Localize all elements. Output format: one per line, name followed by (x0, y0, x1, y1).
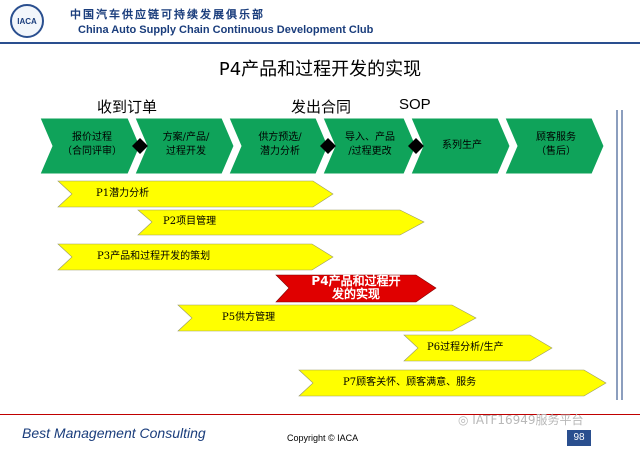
decorative-vertical-lines (616, 110, 623, 400)
bar-p7 (298, 369, 607, 397)
bar-p3 (57, 243, 334, 271)
bar-label-p3: P3产品和过程开发的策划 (97, 251, 211, 262)
milestone-diamond-3 (408, 138, 424, 154)
footer-brand: Best Management Consulting (22, 425, 206, 441)
iaca-logo: IACA (10, 4, 44, 38)
bar-p4 (275, 274, 437, 303)
bar-p2 (137, 209, 425, 236)
header-title-en: China Auto Supply Chain Continuous Devel… (78, 24, 374, 36)
bar-label-p5: P5供方管理 (222, 312, 276, 323)
milestone-diamond-2 (320, 138, 336, 154)
milestone-order-received: 收到订单 (97, 98, 158, 116)
stage-label-series: 系列生产 (442, 140, 482, 151)
footer-copyright: Copyright © IACA (287, 433, 359, 443)
bar-label-p4: P4产品和过程开发的实现 (311, 274, 401, 301)
stage-chevron-service (504, 117, 605, 175)
wechat-icon: ◎ (458, 413, 473, 427)
bar-label-p2: P2项目管理 (163, 216, 217, 227)
stage-chevron-quote (39, 117, 141, 175)
header-title-cn: 中国汽车供应链可持续发展俱乐部 (70, 8, 265, 21)
slide-title: P4产品和过程开发的实现 (218, 59, 422, 80)
footer-divider (0, 414, 640, 415)
stage-label-supplier: 供方预选/潜力分析 (258, 132, 302, 157)
bar-p6 (403, 334, 553, 362)
stage-label-service: 顾客服务（售后） (536, 132, 576, 157)
stage-label-quote: 报价过程（合同评审） (62, 132, 122, 157)
milestone-contract-issued: 发出合同 (291, 98, 352, 116)
header-divider (0, 42, 640, 44)
stage-label-concept: 方案/产品/过程开发 (162, 132, 210, 157)
stage-label-launch: 导入、产品/过程更改 (345, 132, 395, 157)
bar-label-p7: P7顾客关怀、顾客满意、服务 (343, 377, 477, 388)
bar-p5 (177, 304, 477, 332)
bar-label-p6: P6过程分析/生产 (427, 342, 504, 353)
milestone-diamond-1 (132, 138, 148, 154)
watermark: ◎ IATF16949服务平台 (458, 413, 584, 427)
bar-label-p1: P1潜力分析 (96, 188, 150, 199)
milestone-sop: SOP (399, 96, 431, 113)
page-number: 98 (567, 430, 591, 446)
bar-p1 (57, 180, 334, 208)
stage-chevron-supplier (228, 117, 329, 175)
